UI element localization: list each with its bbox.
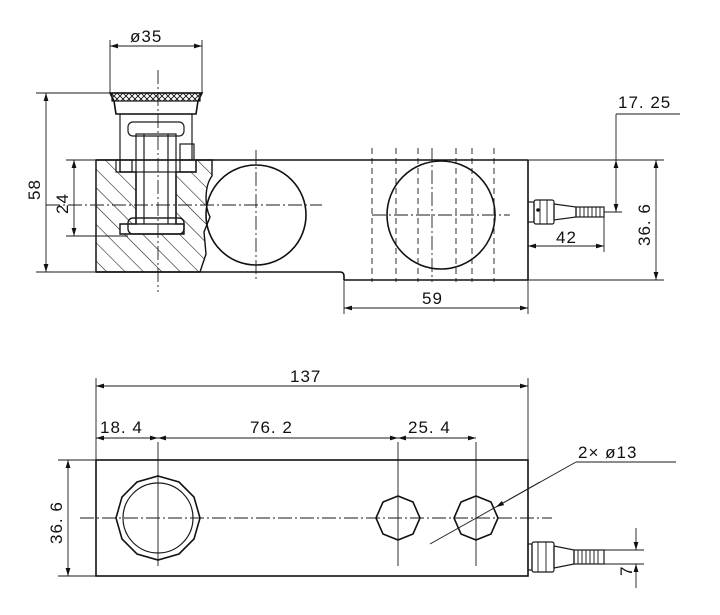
body-section-hatched [95, 159, 213, 273]
bottom-view: 137 18. 4 76. 2 25. 4 2× ø13 [47, 367, 676, 588]
dim-cable-width-label: 7 [617, 566, 636, 576]
plan-mount-hole-a [375, 495, 421, 541]
dim-overall-height-label: 58 [25, 179, 44, 200]
dim-knurl-diameter-label: ø35 [130, 27, 162, 46]
dim-knurl-diameter: ø35 [109, 27, 203, 93]
top-view: ø35 58 24 17. 25 36. [25, 27, 680, 314]
dim-cable-width: 7 [604, 528, 644, 588]
plan-cable-connector [527, 541, 605, 573]
hidden-hole-lines [371, 148, 495, 282]
dim-overall-height: 58 [25, 92, 110, 273]
dim-body-width: 36. 6 [47, 459, 96, 577]
plan-large-hole [115, 475, 201, 561]
plan-mount-hole-b [453, 495, 499, 541]
dim-hole-height-label: 24 [53, 193, 72, 214]
dim-total-length-label: 137 [290, 367, 321, 386]
dim-total-length: 137 [95, 367, 529, 460]
dim-body-height: 36. 6 [528, 159, 664, 281]
dim-cable-offset: 17. 25 [604, 93, 680, 213]
dim-mount-hole-pitch-label: 25. 4 [408, 418, 451, 437]
dim-step-length: 59 [343, 280, 529, 314]
dim-body-height-label: 36. 6 [635, 203, 654, 246]
dim-hole-height: 24 [53, 159, 128, 237]
dim-step-length-label: 59 [422, 289, 443, 308]
dim-end-to-hole-label: 18. 4 [100, 418, 143, 437]
dim-cable-length: 42 [528, 217, 605, 252]
mount-hole-circle [386, 160, 496, 270]
dim-mount-holes: 2× ø13 [429, 443, 676, 545]
cable-connector [527, 199, 605, 225]
dim-hole-spacing-label: 76. 2 [250, 418, 293, 437]
dim-mount-hole-pitch: 25. 4 [398, 418, 476, 441]
dim-body-width-label: 36. 6 [47, 501, 66, 544]
dim-cable-length-label: 42 [556, 228, 577, 247]
dim-mount-holes-label: 2× ø13 [578, 443, 637, 462]
dim-hole-spacing: 76. 2 [158, 418, 398, 441]
dim-end-to-hole: 18. 4 [96, 418, 158, 441]
dim-cable-offset-label: 17. 25 [618, 93, 671, 112]
